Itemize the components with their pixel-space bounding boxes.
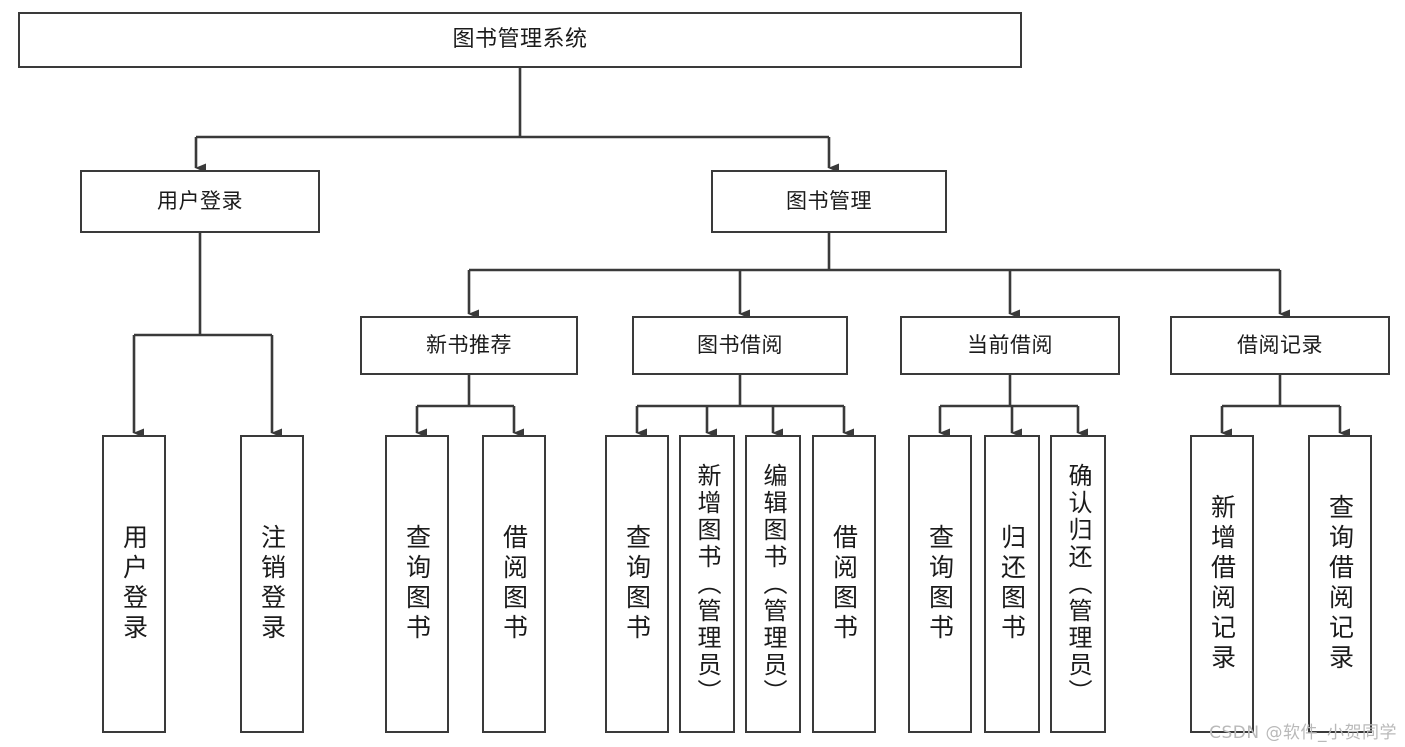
node-label: 编辑图书（管理员） xyxy=(759,462,787,706)
csdn-watermark: CSDN @软件_小贺同学 xyxy=(1209,723,1397,743)
node-label: 借阅图书 xyxy=(499,524,529,644)
node-label: 新书推荐 xyxy=(426,333,512,358)
node-book-borrow[interactable]: 图书借阅 xyxy=(632,316,848,375)
node-label: 图书管理系统 xyxy=(452,27,588,53)
node-label: 新增图书（管理员） xyxy=(693,462,721,706)
node-leaf-borrow-book[interactable]: 借阅图书 xyxy=(812,435,876,733)
node-label: 图书借阅 xyxy=(697,333,783,358)
node-leaf-query-book-borrow[interactable]: 查询图书 xyxy=(605,435,669,733)
node-leaf-user-login[interactable]: 用户登录 xyxy=(102,435,166,733)
node-root-system[interactable]: 图书管理系统 xyxy=(18,12,1022,68)
node-leaf-logout[interactable]: 注销登录 xyxy=(240,435,304,733)
node-leaf-return-book[interactable]: 归还图书 xyxy=(984,435,1040,733)
node-user-login[interactable]: 用户登录 xyxy=(80,170,320,233)
node-label: 注销登录 xyxy=(257,524,287,644)
node-label: 归还图书 xyxy=(997,524,1027,644)
node-leaf-query-record[interactable]: 查询借阅记录 xyxy=(1308,435,1372,733)
node-label: 借阅图书 xyxy=(829,524,859,644)
node-label: 当前借阅 xyxy=(967,333,1053,358)
node-label: 查询图书 xyxy=(925,524,955,644)
node-label: 查询图书 xyxy=(402,524,432,644)
edges-group xyxy=(132,68,1350,438)
node-label: 图书管理 xyxy=(786,189,872,214)
node-leaf-add-record[interactable]: 新增借阅记录 xyxy=(1190,435,1254,733)
node-leaf-query-book-cur[interactable]: 查询图书 xyxy=(908,435,972,733)
node-label: 用户登录 xyxy=(157,189,243,214)
node-current-borrow[interactable]: 当前借阅 xyxy=(900,316,1120,375)
node-new-book-recommend[interactable]: 新书推荐 xyxy=(360,316,578,375)
node-borrow-record[interactable]: 借阅记录 xyxy=(1170,316,1390,375)
node-leaf-add-book[interactable]: 新增图书（管理员） xyxy=(679,435,735,733)
node-label: 借阅记录 xyxy=(1237,333,1323,358)
node-label: 确认归还（管理员） xyxy=(1064,462,1092,706)
node-leaf-confirm-return[interactable]: 确认归还（管理员） xyxy=(1050,435,1106,733)
node-label: 查询借阅记录 xyxy=(1325,494,1355,674)
node-leaf-query-book-rec[interactable]: 查询图书 xyxy=(385,435,449,733)
node-leaf-borrow-book-rec[interactable]: 借阅图书 xyxy=(482,435,546,733)
node-book-manage[interactable]: 图书管理 xyxy=(711,170,947,233)
node-label: 新增借阅记录 xyxy=(1207,494,1237,674)
node-label: 查询图书 xyxy=(622,524,652,644)
node-leaf-edit-book[interactable]: 编辑图书（管理员） xyxy=(745,435,801,733)
node-label: 用户登录 xyxy=(119,524,149,644)
